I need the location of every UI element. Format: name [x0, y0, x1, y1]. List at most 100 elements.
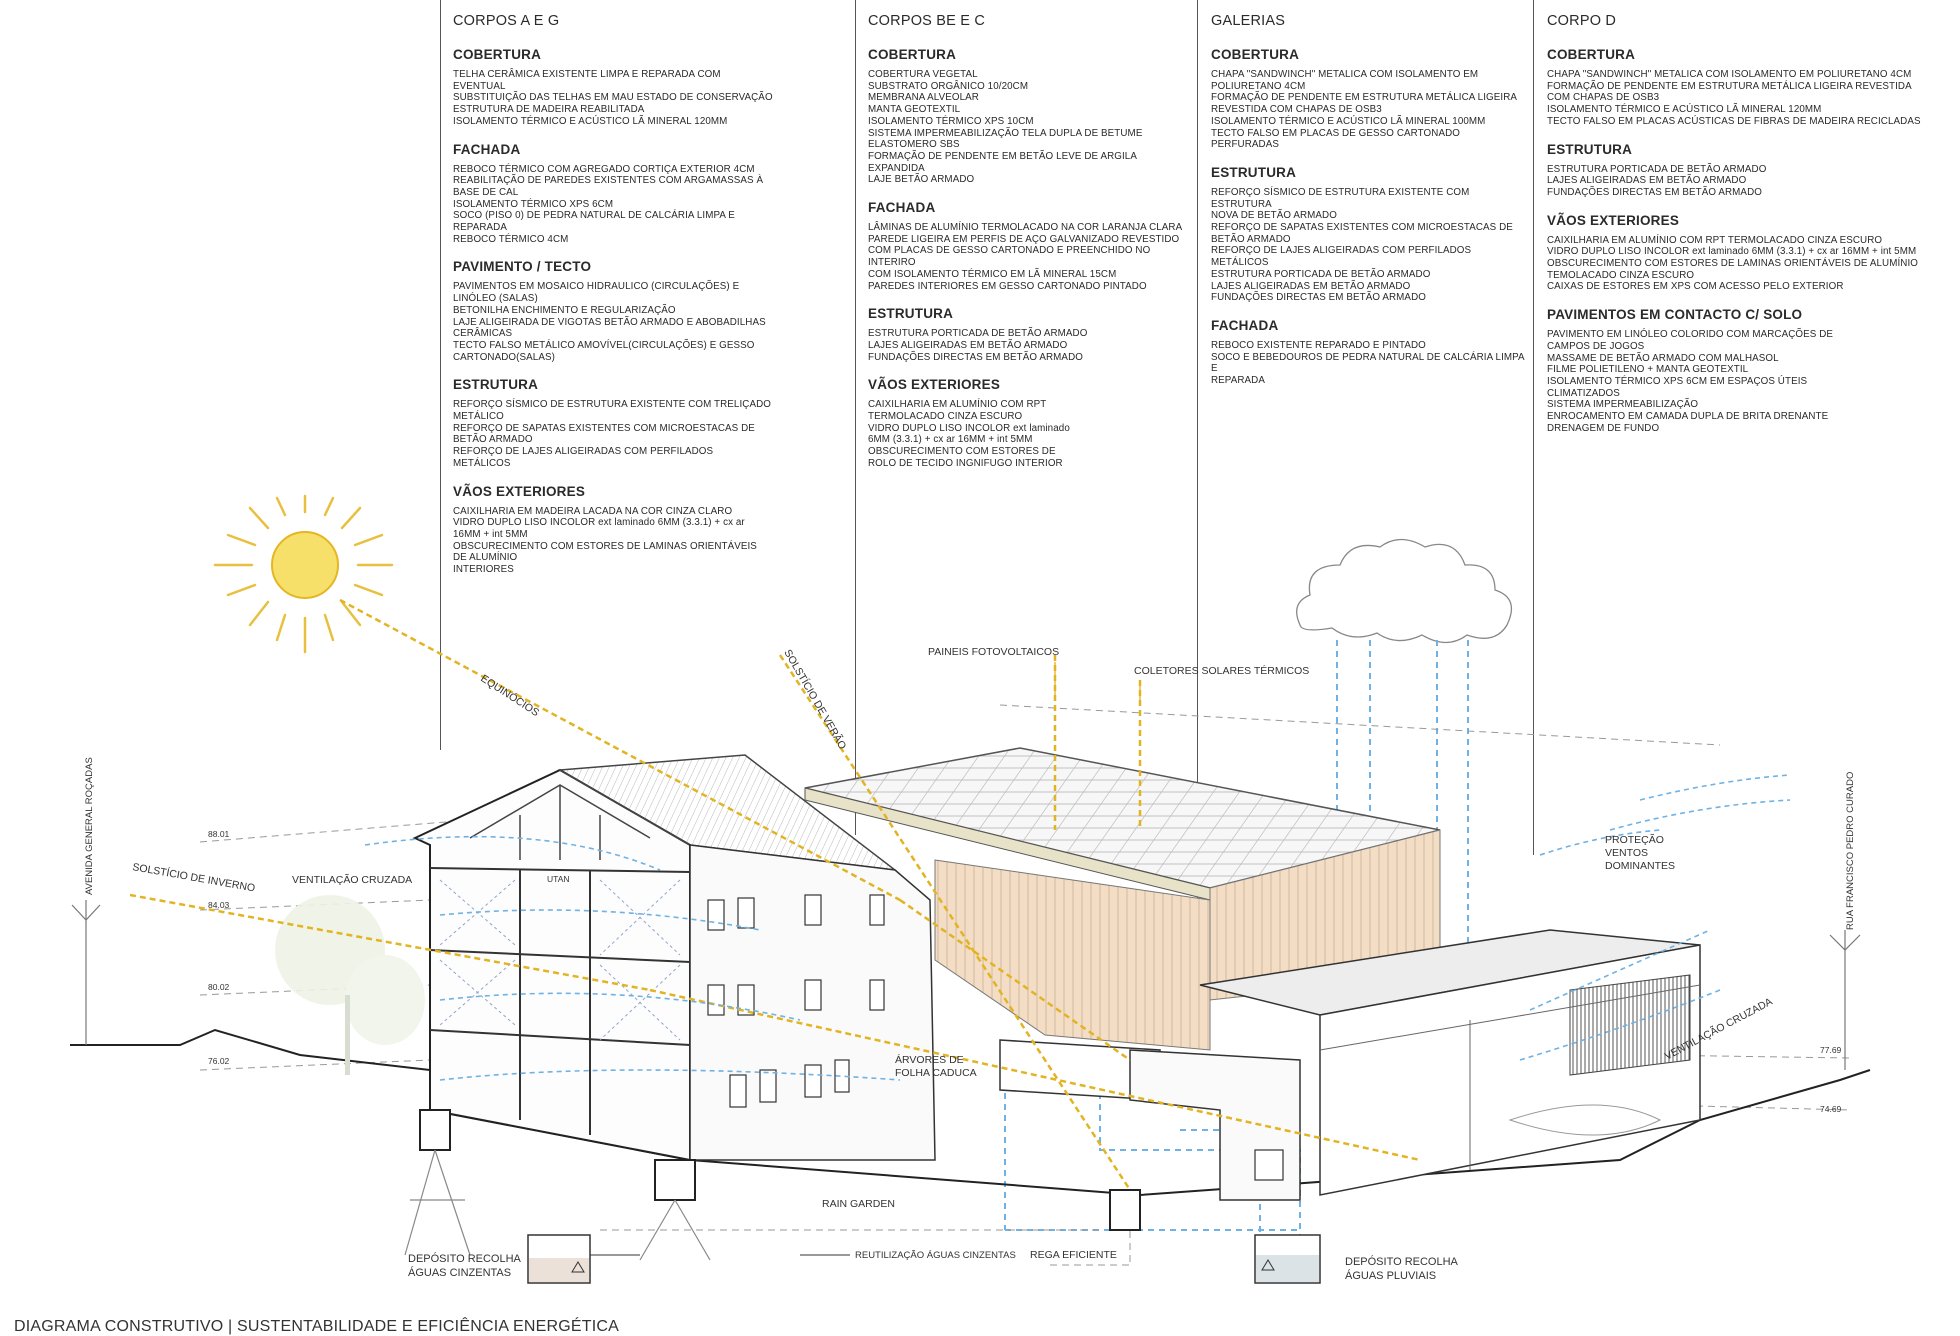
spec-line: FILME POLIETILENO + MANTA GEOTEXTIL — [1547, 364, 1749, 376]
solar-paths — [129, 598, 1421, 1191]
column-divider — [1533, 0, 1534, 855]
spec-line: CAIXILHARIA EM MADEIRA LACADA NA COR CIN… — [453, 505, 733, 517]
spec-line: FUNDAÇÕES DIRECTAS EM BETÃO ARMADO — [868, 351, 1083, 363]
section-heading: VÃOS EXTERIORES — [453, 483, 586, 499]
level-7769: 77.69 — [1820, 1045, 1842, 1055]
level-7602: 76.02 — [208, 1056, 230, 1066]
section-body: TELHA CERÂMICA EXISTENTE LIMPA E REPARAD… — [453, 69, 773, 128]
spec-line: REBOCO TÉRMICO 4CM — [453, 233, 569, 245]
spec-line: REFORÇO SÍSMICO DE ESTRUTURA EXISTENTE C… — [453, 399, 772, 423]
section-heading: ESTRUTURA — [1211, 164, 1297, 180]
spec-line: ISOLAMENTO TÉRMICO XPS 6CM EM ESPAÇOS ÚT… — [1547, 375, 1808, 387]
spec-line: NOVA DE BETÃO ARMADO — [1211, 210, 1337, 222]
spec-line: CAIXILHARIA EM ALUMÍNIO COM RPT — [868, 399, 1047, 411]
label-deposito-pluv-1: DEPÓSITO RECOLHA — [1345, 1255, 1459, 1268]
label-ventilacao-left: VENTILAÇÃO CRUZADA — [292, 873, 412, 886]
footer-caption: DIAGRAMA CONSTRUTIVO | SUSTENTABILIDADE … — [14, 1318, 619, 1335]
section-heading: COBERTURA — [1547, 47, 1636, 62]
spec-line: MEMBRANA ALVEOLAR — [868, 92, 979, 104]
spec-line: ROLO DE TECIDO INGNIFUGO INTERIOR — [868, 457, 1063, 469]
cloud-icon — [1296, 538, 1513, 644]
level-8403: 84.03 — [208, 900, 230, 910]
spec-line: BETÃO ARMADO — [1211, 233, 1291, 245]
spec-line: LAJE ALIGEIRADA DE VIGOTAS BETÃO ARMADO … — [453, 316, 766, 340]
spec-line: LAJES ALIGEIRADAS EM BETÃO ARMADO — [868, 339, 1068, 351]
spec-line: ELASTOMERO SBS — [868, 139, 960, 151]
spec-line: SUBSTRATO ORGÂNICO 10/20CM — [868, 80, 1029, 92]
spec-line: INTERIORES — [453, 564, 514, 576]
spec-line: DRENAGEM DE FUNDO — [1547, 422, 1660, 434]
spec-line: ISOLAMENTO TÉRMICO E ACÚSTICO LÃ MINERAL… — [453, 115, 728, 127]
label-protecao-1: PROTEÇÃO — [1605, 833, 1664, 846]
spec-line: ISOLAMENTO TÉRMICO E ACÚSTICO LÃ MINERAL… — [1211, 115, 1486, 127]
spec-line: REFORÇO SÍSMICO DE ESTRUTURA EXISTENTE C… — [1211, 186, 1470, 210]
section-heading: VÃOS EXTERIORES — [868, 377, 1001, 393]
spec-line: LAJES ALIGEIRADAS EM BETÃO ARMADO — [1211, 280, 1411, 292]
spec-line: TECTO FALSO EM PLACAS DE GESSO CARTONADO — [1211, 127, 1460, 139]
label-paineis: PAINEIS FOTOVOLTAICOS — [928, 646, 1059, 658]
spec-line: REFORÇO DE LAJES ALIGEIRADAS COM PERFILA… — [1211, 245, 1472, 269]
spec-line: REBOCO TÉRMICO COM AGREGADO CORTIÇA EXTE… — [453, 163, 755, 175]
label-solsticio-inverno: SOLSTÍCIO DE INVERNO — [131, 860, 256, 894]
leader-lines — [1054, 662, 1141, 700]
spec-line: COBERTURA VEGETAL — [868, 69, 978, 80]
section-heading: PAVIMENTO / TECTO — [453, 259, 592, 275]
ventilation-flow — [364, 774, 1791, 1081]
spec-line: LAJES ALIGEIRADAS EM BETÃO ARMADO — [1547, 175, 1747, 187]
label-deposito-pluv-2: ÁGUAS PLUVIAIS — [1345, 1269, 1436, 1282]
section-body: CHAPA "SANDWINCH" METALICA COM ISOLAMENT… — [1211, 69, 1531, 151]
spec-line: TEMOLACADO CINZA ESCURO — [1547, 269, 1695, 281]
label-equinocios: EQUINÓCIOS — [478, 672, 541, 719]
spec-line: ESTRUTURA PORTICADA DE BETÃO ARMADO — [1547, 163, 1767, 175]
reference-lines — [199, 704, 1851, 1266]
section-heading: COBERTURA — [868, 47, 957, 62]
section-heading: FACHADA — [453, 141, 521, 157]
tank-rain-water — [1254, 1234, 1321, 1284]
label-avenida: AVENIDA GENERAL ROÇADAS — [84, 757, 95, 895]
spec-line: ESTRUTURA PORTICADA DE BETÃO ARMADO — [1211, 268, 1431, 280]
section-heading: COBERTURA — [453, 47, 542, 62]
building-corpo-d — [1199, 929, 1701, 1196]
label-coletores: COLETORES SOLARES TÉRMICOS — [1134, 664, 1309, 677]
spec-line: OBSCURECIMENTO COM ESTORES DE — [868, 446, 1056, 458]
label-deposito-cinz-1: DEPÓSITO RECOLHA — [408, 1252, 522, 1265]
tree-icon — [275, 895, 425, 1075]
spec-line: 6MM (3.3.1) + cx ar 16MM + int 5MM — [868, 434, 1033, 446]
spec-line: REBOCO EXISTENTE REPARADO E PINTADO — [1211, 339, 1426, 351]
spec-line: TECTO FALSO METÁLICO AMOVÍVEL(CIRCULAÇÕE… — [453, 339, 755, 363]
section-heading: ESTRUTURA — [1547, 141, 1633, 157]
spec-line: LAJE BETÃO ARMADO — [868, 174, 975, 186]
spec-line: SOCO E BEBEDOUROS DE PEDRA NATURAL DE CA… — [1211, 351, 1525, 375]
label-utan: UTAN — [547, 874, 570, 884]
level-8002: 80.02 — [208, 982, 230, 992]
spec-line: MANTA GEOTEXTIL — [868, 104, 961, 116]
spec-line: PAREDES INTERIORES EM GESSO CARTONADO PI… — [868, 280, 1147, 292]
column-title: CORPO D — [1547, 13, 1617, 29]
spec-line: SISTEMA IMPERMEABILIZAÇÃO — [1547, 399, 1699, 411]
spec-line: CHAPA "SANDWINCH" METALICA COM ISOLAMENT… — [1211, 69, 1479, 80]
spec-line: SUBSTITUIÇÃO DAS TELHAS EM MAU ESTADO DE… — [453, 92, 773, 104]
spec-line: ENROCAMENTO EM CAMADA DUPLA DE BRITA DRE… — [1547, 411, 1829, 423]
spec-line: COM ISOLAMENTO TÉRMICO EM LÃ MINERAL 15C… — [868, 268, 1117, 280]
spec-line: CAIXAS DE ESTORES EM XPS COM ACESSO PELO… — [1547, 281, 1844, 293]
section-body: CAIXILHARIA EM MADEIRA LACADA NA COR CIN… — [453, 506, 773, 576]
spec-line: MASSAME DE BETÃO ARMADO COM MALHASOL — [1547, 352, 1779, 364]
spec-line: ISOLAMENTO TÉRMICO XPS 10CM — [868, 115, 1034, 127]
label-rega: REGA EFICIENTE — [1030, 1249, 1117, 1261]
building-corpos-b-c — [804, 747, 1441, 1201]
level-7469: 74.69 — [1820, 1104, 1842, 1114]
section-body: REFORÇO SÍSMICO DE ESTRUTURA EXISTENTE C… — [1211, 187, 1531, 304]
spec-line: FORMAÇÃO DE PENDENTE EM ESTRUTURA METÁLI… — [1547, 80, 1912, 92]
label-reutilizacao: REUTILIZAÇÃO ÁGUAS CINZENTAS — [855, 1250, 1016, 1261]
label-arvores-1: ÁRVORES DE — [895, 1053, 964, 1066]
spec-line: PERFURADAS — [1211, 139, 1279, 151]
road-marker-right — [1829, 930, 1861, 1070]
section-heading: VÃOS EXTERIORES — [1547, 212, 1680, 228]
spec-line: ESTRUTURA DE MADEIRA REABILITADA — [453, 104, 645, 116]
spec-line: FUNDAÇÕES DIRECTAS EM BETÃO ARMADO — [1211, 292, 1426, 304]
spec-line: FORMAÇÃO DE PENDENTE EM ESTRUTURA METÁLI… — [1211, 92, 1518, 104]
